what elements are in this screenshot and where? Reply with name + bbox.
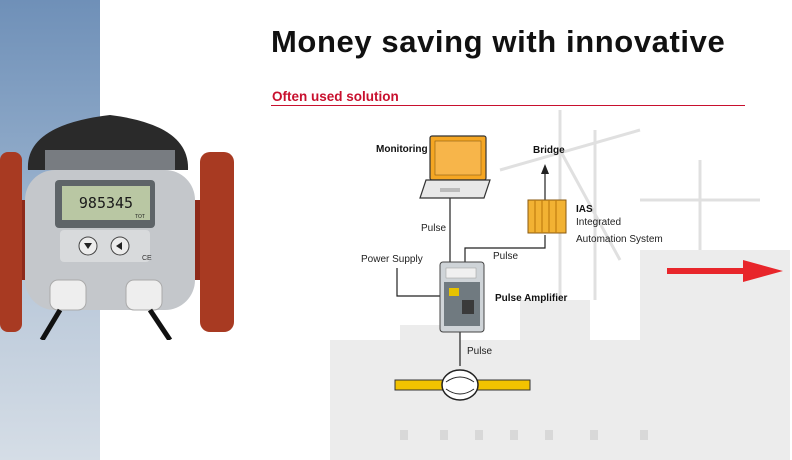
monitoring-label: Monitoring <box>376 144 428 155</box>
pulse-amplifier-icon <box>439 261 485 333</box>
ias-line2-label: Automation System <box>576 234 663 245</box>
pulse-amplifier-label: Pulse Amplifier <box>495 293 568 304</box>
ce-mark: CE <box>142 255 152 262</box>
meter-display-unit: TOT <box>135 214 145 220</box>
bridge-arrow <box>541 164 549 174</box>
ias-link <box>464 235 546 262</box>
page-title: Money saving with innovative <box>271 24 726 59</box>
subtitle-rule <box>271 105 745 106</box>
pulse-ias-label: Pulse <box>493 251 518 262</box>
bridge-label: Bridge <box>533 145 565 156</box>
power-supply-label: Power Supply <box>361 254 423 265</box>
next-arrow-icon <box>667 260 783 282</box>
system-diagram: Monitoring Bridge IAS Integrated Automat… <box>361 135 663 401</box>
flow-meter-image: 985345 TOT CE <box>0 115 234 340</box>
ias-line1-label: Integrated <box>576 217 621 228</box>
ias-title-label: IAS <box>576 204 593 215</box>
pulse-monitoring-label: Pulse <box>421 223 446 234</box>
laptop-icon <box>419 135 491 199</box>
meter-display-value: 985345 <box>79 194 133 212</box>
power-supply-link <box>396 268 440 297</box>
flow-sensor-icon <box>441 369 479 401</box>
ias-unit-icon <box>527 199 567 234</box>
section-subtitle: Often used solution <box>272 89 399 104</box>
pulse-sensor-label: Pulse <box>467 346 492 357</box>
